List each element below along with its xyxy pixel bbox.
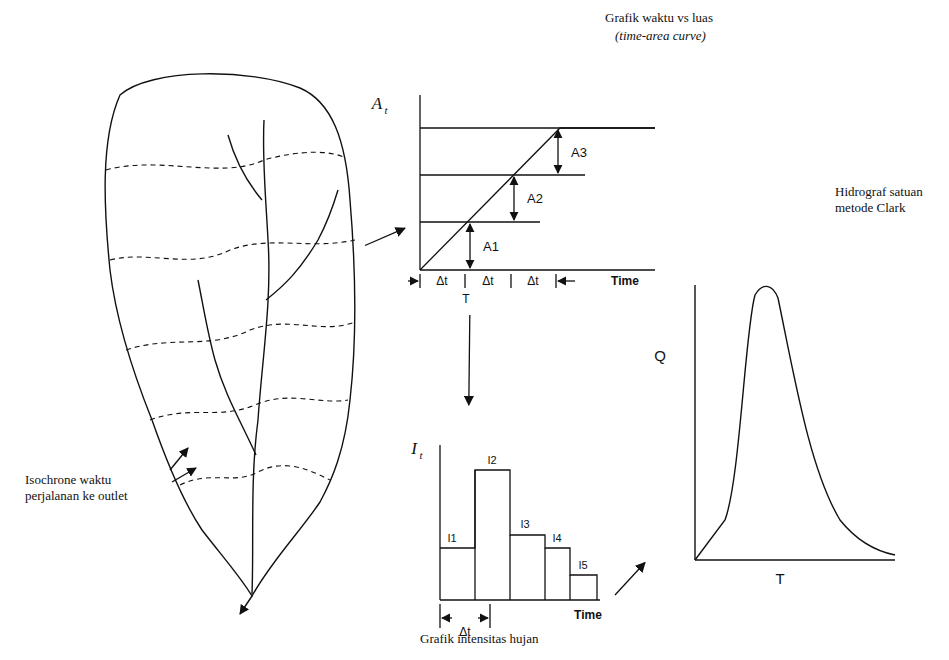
panel-caption: Isochrone waktu perjalanan ke outlet	[25, 472, 165, 503]
axis-label: I5	[578, 560, 587, 571]
watershed-figure	[105, 74, 355, 614]
axis-label: A2	[527, 192, 543, 205]
flow-arrow	[469, 315, 470, 405]
axis-label: Δt	[482, 275, 493, 287]
axis-label: I4	[552, 533, 561, 544]
axis-label: T	[775, 571, 784, 586]
axis-label: Time	[611, 275, 639, 287]
hydrograph-chart	[695, 285, 895, 560]
watershed-node: Isochrone waktu perjalanan ke outlet	[95, 70, 365, 610]
axis-label: A3	[571, 146, 587, 159]
axis-label: Time	[574, 609, 602, 621]
intensity-chart	[440, 445, 600, 628]
axis-label: A	[372, 95, 382, 112]
axis-label: t	[419, 450, 422, 461]
panel-caption: Hidrograf satuan metode Clark	[835, 184, 927, 215]
flow-arrow	[365, 228, 405, 245]
panel-caption: Grafik waktu vs luas	[605, 10, 760, 26]
axis-label: I	[411, 440, 417, 457]
axis-label: I2	[487, 455, 496, 466]
panel-caption: (time-area curve)	[615, 28, 760, 44]
axis-label: T	[462, 293, 469, 305]
axis-label: t	[384, 105, 387, 116]
axis-label: I3	[520, 519, 529, 530]
axis-label: Δt	[459, 626, 470, 638]
axis-label: A1	[483, 240, 499, 253]
axis-label: Q	[654, 348, 666, 363]
time-area-chart	[408, 95, 655, 288]
axis-label: Δt	[527, 275, 538, 287]
time-area-node: Grafik waktu vs luas (time-area curve)	[405, 5, 765, 315]
panel-caption: Grafik intensitas hujan	[420, 631, 610, 647]
axis-label: I1	[447, 533, 456, 544]
axis-label: Δt	[436, 275, 447, 287]
flow-arrow	[615, 563, 645, 595]
hydrograph-node: Hidrograf satuan metode Clark	[645, 180, 935, 590]
